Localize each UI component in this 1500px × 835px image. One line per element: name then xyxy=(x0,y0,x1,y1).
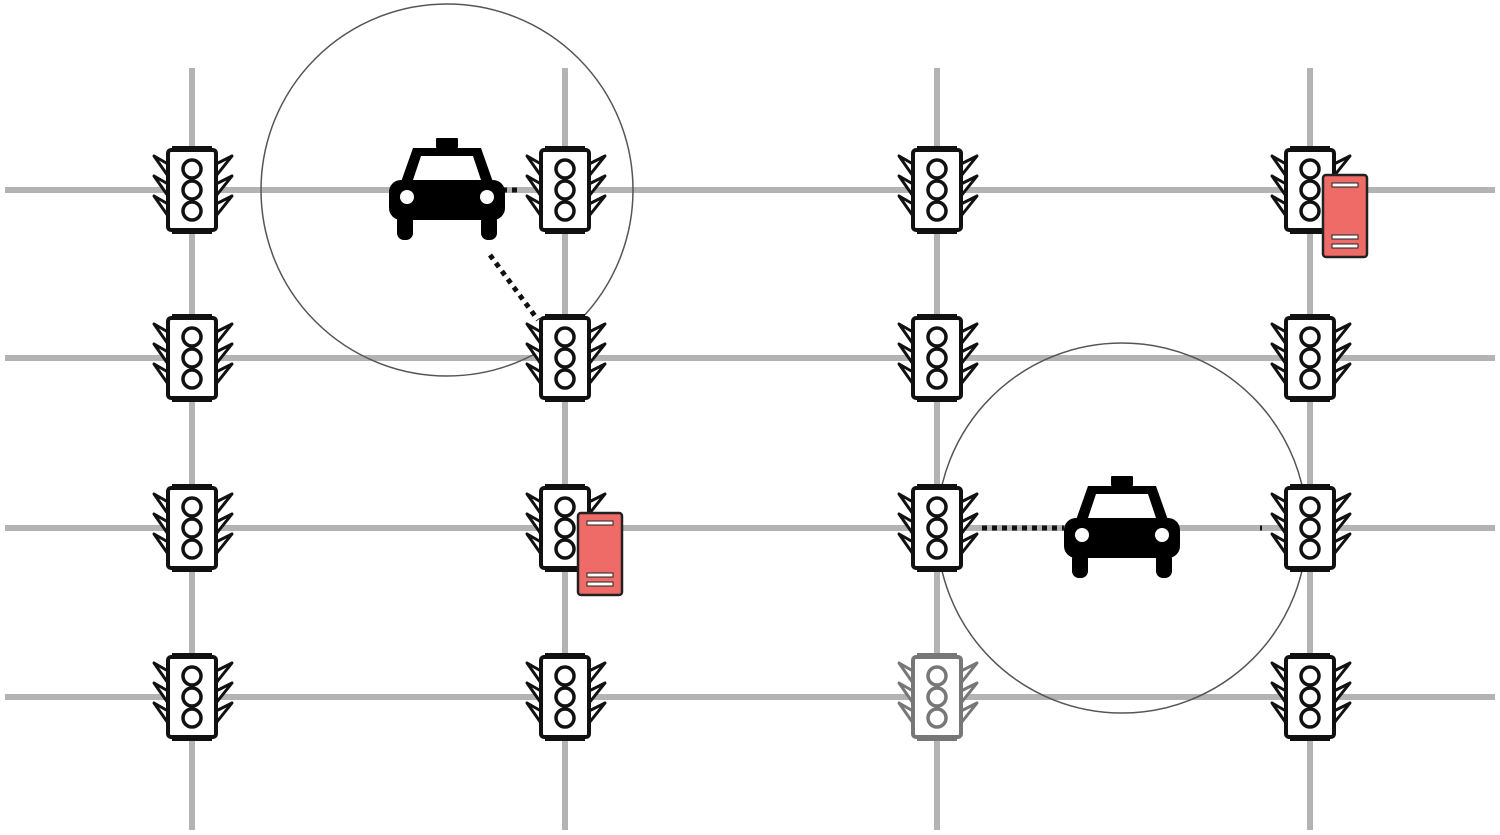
server-icon xyxy=(1321,173,1369,259)
traffic-light-icon xyxy=(897,484,979,572)
taxi-icon xyxy=(389,138,505,240)
traffic-light-icon xyxy=(897,146,979,234)
traffic-light-icon xyxy=(897,653,979,741)
taxi-icon xyxy=(1064,476,1180,578)
traffic-light-icon xyxy=(525,653,607,741)
vehicle-links xyxy=(487,187,1262,531)
traffic-light-icon xyxy=(152,653,234,741)
link-line xyxy=(487,253,541,322)
range-circle xyxy=(260,3,634,377)
traffic-light-icon xyxy=(1270,653,1352,741)
traffic-light-icon xyxy=(152,484,234,572)
vehicles xyxy=(389,138,1180,578)
traffic-light-icon xyxy=(152,146,234,234)
traffic-light-icon xyxy=(1270,314,1352,402)
traffic-light-icon xyxy=(525,146,607,234)
traffic-light-icon xyxy=(897,314,979,402)
traffic-lights xyxy=(152,146,1352,741)
edge-servers xyxy=(576,173,1369,597)
traffic-light-icon xyxy=(1270,484,1352,572)
traffic-light-icon xyxy=(152,314,234,402)
server-icon xyxy=(576,511,624,597)
traffic-light-icon xyxy=(525,314,607,402)
